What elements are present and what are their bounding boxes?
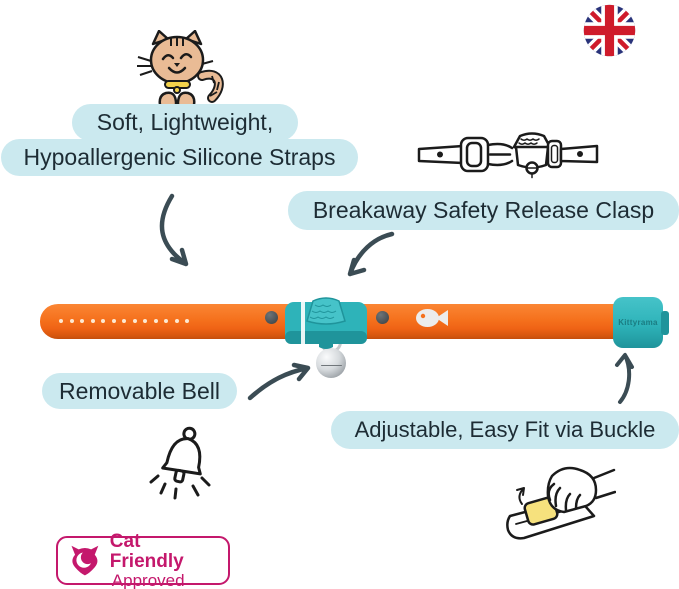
breakaway-clasp-doodle-icon [417, 132, 599, 179]
collar-bell [316, 348, 346, 378]
badge-title: Cat Friendly [109, 530, 184, 572]
callout-straps-text1: Soft, Lightweight, [96, 109, 274, 135]
callout-clasp: Breakaway Safety Release Clasp [288, 191, 679, 230]
rivet-left [265, 311, 278, 324]
strap-adjustment-holes [59, 319, 189, 323]
badge-subtitle: Approved [111, 570, 185, 589]
cat-illustration-icon [137, 30, 224, 113]
fish-icon [416, 309, 448, 327]
cat-friendly-logo-icon [71, 545, 99, 575]
callout-bell: Removable Bell [42, 373, 237, 409]
callout-bell-text: Removable Bell [58, 377, 221, 404]
arrow-clasp-to-collar-icon [347, 231, 395, 277]
hand-buckle-doodle-icon [506, 466, 616, 540]
callout-straps-line1: Soft, Lightweight, [72, 104, 298, 141]
callout-clasp-text: Breakaway Safety Release Clasp [312, 197, 655, 223]
collar-buckle: Kittyrama [613, 297, 669, 348]
arrow-bell-to-collar-icon [247, 362, 311, 401]
uk-flag-icon [583, 4, 636, 57]
callout-buckle-text: Adjustable, Easy Fit via Buckle [354, 417, 656, 442]
rivet-right [376, 311, 389, 324]
collar-breakaway-clasp [285, 297, 367, 349]
arrow-buckle-up-icon [615, 353, 634, 404]
callout-straps-line2: Hypoallergenic Silicone Straps [1, 139, 358, 176]
arrow-straps-to-collar-icon [159, 193, 189, 267]
bell-doodle-icon [149, 426, 211, 500]
callout-straps-text2: Hypoallergenic Silicone Straps [23, 144, 336, 170]
brand-label: Kittyrama [618, 318, 658, 327]
callout-buckle: Adjustable, Easy Fit via Buckle [331, 411, 679, 449]
cat-friendly-approved-badge: Cat Friendly Approved [56, 531, 230, 589]
